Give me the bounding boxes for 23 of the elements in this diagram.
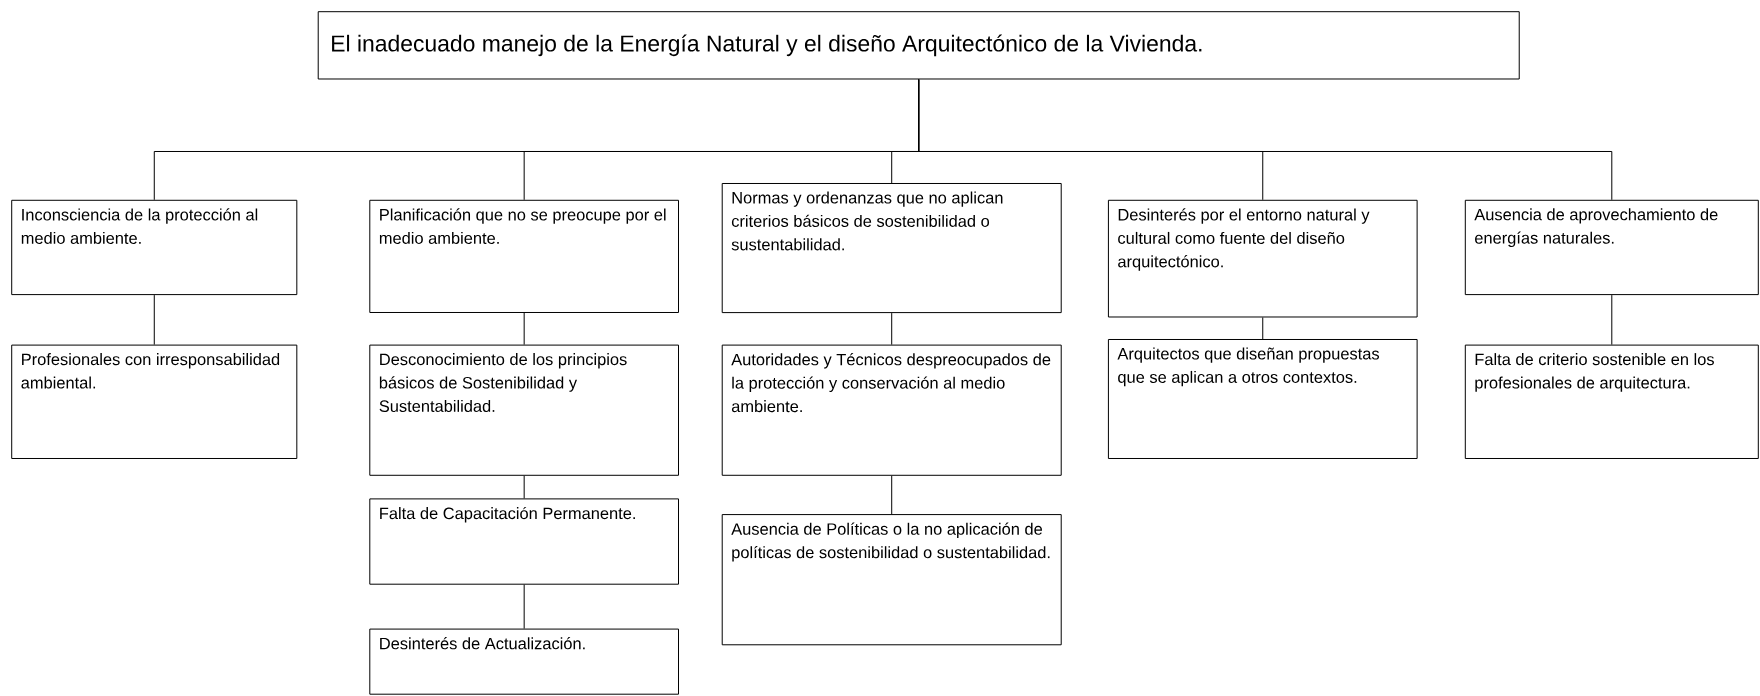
cause-box: Arquitectos que diseñan propuestas que se aplican a otros contextos. xyxy=(1107,339,1418,459)
cause-box: Profesionales con irresponsabilidad ambiental. xyxy=(11,344,298,459)
connector-line xyxy=(523,475,525,499)
cause-box: Ausencia de aprovechamiento de energías naturales. xyxy=(1464,199,1759,296)
cause-box: Normas y ordenanzas que no aplican criterios básicos de sostenibilidad o sustentabilidad. xyxy=(721,183,1062,314)
cause-box: Desinterés por el entorno natural y cultural como fuente del diseño arquitectónico. xyxy=(1107,199,1418,318)
connector-line xyxy=(523,584,525,630)
connector-line xyxy=(918,79,1613,201)
cause-box: Autoridades y Técnicos despreocupados de la protección y conservación al medio ambiente. xyxy=(721,344,1062,476)
connector-line xyxy=(891,475,893,515)
connector-line xyxy=(1262,317,1264,340)
cause-box: Ausencia de Políticas o la no aplicación de políticas de sostenibilidad o sustentabilidad. xyxy=(721,514,1062,646)
cause-box: Planificación que no se preocupe por el medio ambiente. xyxy=(369,199,679,313)
cause-box: Desinterés de Actualización. xyxy=(369,628,679,695)
cause-box: Inconsciencia de la protección al medio ambiente. xyxy=(11,199,298,296)
connector-line xyxy=(523,312,525,346)
connector-line xyxy=(153,294,155,346)
title-box: El inadecuado manejo de la Energía Natural y el diseño Arquitectónico de la Vivienda. xyxy=(317,11,1520,80)
cause-box: Desconocimiento de los principios básicos de Sostenibilidad y Sustentabilidad. xyxy=(369,344,679,476)
cause-box: Falta de Capacitación Permanente. xyxy=(369,498,679,585)
connector-line xyxy=(1611,294,1613,346)
connector-line xyxy=(891,312,893,346)
cause-box: Falta de criterio sostenible en los profesionales de arquitectura. xyxy=(1464,344,1759,459)
